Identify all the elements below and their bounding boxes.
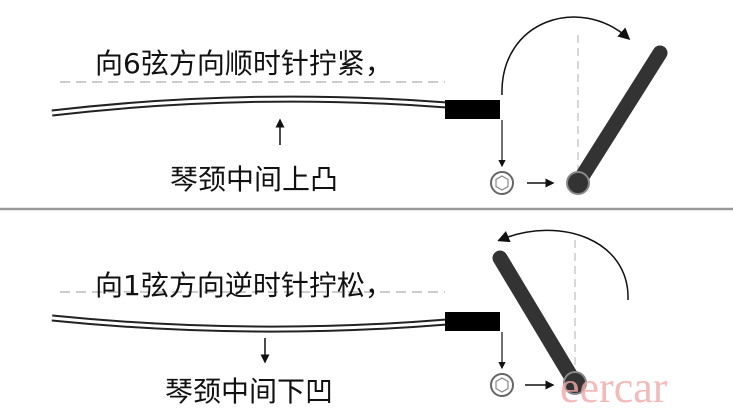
- rod-tip: [445, 312, 500, 331]
- counterclockwise-arrow: [497, 229, 629, 301]
- clockwise-arrow: [501, 16, 631, 96]
- watermark: eercar: [560, 363, 668, 412]
- concave-result-label: 琴颈中间下凹: [165, 375, 334, 408]
- rod-tip: [445, 100, 500, 119]
- allen-wrench-icon: [492, 250, 587, 395]
- loosen-instruction: 向1弦方向逆时针拧松，: [95, 269, 393, 302]
- allen-wrench-icon: [566, 45, 668, 195]
- hex-nut-icon: [490, 373, 514, 397]
- tighten-instruction: 向6弦方向顺时针拧紧，: [95, 47, 393, 80]
- hex-nut-icon: [490, 171, 514, 195]
- convex-result-label: 琴颈中间上凸: [170, 163, 339, 196]
